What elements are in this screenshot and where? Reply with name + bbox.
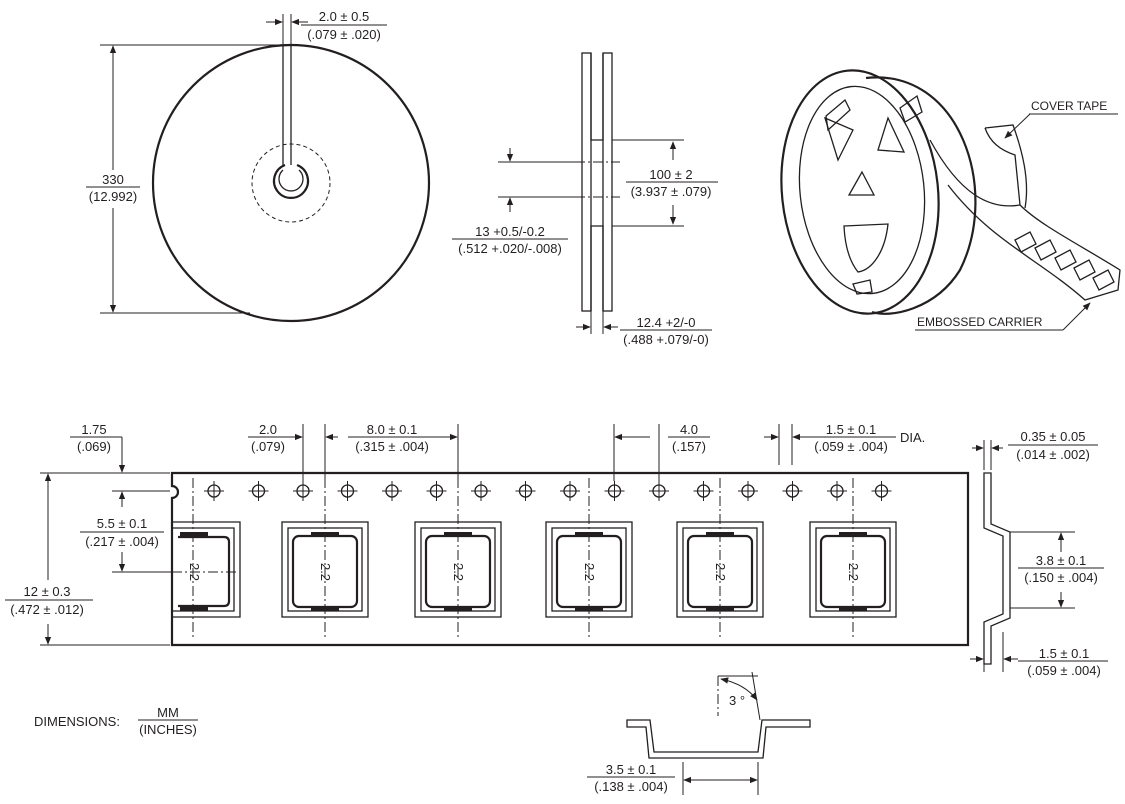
hub-dashed-circle bbox=[251, 143, 331, 223]
flange-left bbox=[581, 52, 592, 312]
sprocket-hole bbox=[649, 481, 669, 501]
part-marking: 2.2 bbox=[846, 563, 861, 581]
part-marking: 2.2 bbox=[582, 563, 597, 581]
hole-dia-mm: 1.5 ± 0.1 bbox=[826, 422, 877, 437]
arbor-hole-mm: 13 +0.5/-0.2 bbox=[475, 224, 545, 239]
reel-width-in: (.488 +.079/-0) bbox=[623, 332, 709, 347]
sprocket-hole bbox=[693, 481, 714, 501]
legend-unit-mm: MM bbox=[157, 705, 179, 720]
sprocket-hole bbox=[515, 481, 536, 501]
flange-mm: 1.5 ± 0.1 bbox=[1039, 646, 1090, 661]
part-marking: 2.2 bbox=[187, 563, 202, 581]
spoke-window bbox=[823, 116, 854, 162]
pocket: 2.2 bbox=[172, 521, 241, 618]
embossed-carrier-tape bbox=[947, 184, 1121, 301]
tape-profile bbox=[983, 472, 1011, 665]
hole-pocket-in: (.079) bbox=[251, 439, 285, 454]
hole-center-mm: 5.5 ± 0.1 bbox=[97, 516, 148, 531]
sprocket-hole bbox=[604, 481, 625, 501]
sprocket-holes bbox=[204, 481, 892, 501]
dimensions-legend: DIMENSIONS: MM (INCHES) bbox=[34, 705, 198, 737]
reel-rim-front bbox=[780, 69, 940, 315]
hole-pitch-in: (.157) bbox=[672, 439, 706, 454]
pocket-depth-mm: 3.8 ± 0.1 bbox=[1036, 553, 1087, 568]
hub-triangle bbox=[847, 170, 876, 196]
slot-width-mm: 2.0 ± 0.5 bbox=[319, 9, 370, 24]
sprocket-hole bbox=[871, 481, 892, 501]
reel-diameter-mm: 330 bbox=[102, 172, 124, 187]
slot-width-in: (.079 ± .020) bbox=[307, 27, 381, 42]
reel-rim-back bbox=[865, 76, 977, 315]
sprocket-hole bbox=[782, 481, 803, 501]
tape-width-mm: 12 ± 0.3 bbox=[24, 584, 71, 599]
reel-3d-view: COVER TAPE EMBOSSED CARRIER bbox=[780, 69, 1121, 331]
legend-unit-in: (INCHES) bbox=[139, 722, 197, 737]
hole-pitch-mm: 4.0 bbox=[680, 422, 698, 437]
tape-thickness-mm: 0.35 ± 0.05 bbox=[1021, 429, 1086, 444]
sprocket-hole bbox=[738, 481, 758, 501]
pocket-depth-in: (.150 ± .004) bbox=[1024, 570, 1098, 585]
sprocket-hole bbox=[426, 481, 447, 501]
hole-dia-in: (.059 ± .004) bbox=[814, 439, 888, 454]
reel-diameter-in: (12.992) bbox=[89, 189, 137, 204]
carrier-tape-view: 2.2 2.2 2.2 2.2 bbox=[5, 422, 970, 647]
pocket-pitch-mm: 8.0 ± 0.1 bbox=[367, 422, 418, 437]
part-marking: 2.2 bbox=[318, 563, 333, 581]
reel-front-view: 2.0 ± 0.5 (.079 ± .020) 330 (12.992) bbox=[86, 9, 431, 323]
pocket: 2.2 bbox=[281, 521, 369, 618]
reel-width-mm: 12.4 +2/-0 bbox=[637, 315, 696, 330]
part-marking: 2.2 bbox=[713, 563, 728, 581]
edge-hole-mm: 1.75 bbox=[81, 422, 106, 437]
tape-width-in: (.472 ± .012) bbox=[10, 602, 84, 617]
part-marking: 2.2 bbox=[451, 563, 466, 581]
pocket-profile bbox=[626, 719, 811, 759]
tape-outline bbox=[170, 471, 970, 647]
sprocket-hole bbox=[560, 481, 580, 501]
sprocket-hole bbox=[471, 481, 491, 501]
legend-label: DIMENSIONS: bbox=[34, 714, 120, 729]
spoke-window bbox=[843, 223, 889, 273]
pocket-cross-section: 3 ° 3.5 ± 0.1 (.138 ± .004) bbox=[587, 671, 811, 795]
pocket-pitch-in: (.315 ± .004) bbox=[355, 439, 429, 454]
tape-cross-section: 0.35 ± 0.05 (.014 ± .002) 3.8 ± 0.1 (.15… bbox=[970, 429, 1108, 678]
pocket: 2.2 bbox=[545, 521, 633, 618]
hole-center-in: (.217 ± .004) bbox=[85, 534, 159, 549]
flange-in: (.059 ± .004) bbox=[1027, 663, 1101, 678]
hub-diameter-in: (3.937 ± .079) bbox=[631, 184, 712, 199]
sprocket-hole bbox=[382, 481, 402, 501]
cover-tape-label: COVER TAPE bbox=[1031, 99, 1107, 113]
hole-pocket-mm: 2.0 bbox=[259, 422, 277, 437]
sprocket-hole bbox=[204, 481, 224, 501]
pocket-width-mm: 3.5 ± 0.1 bbox=[606, 762, 657, 777]
arbor-hole-in: (.512 +.020/-.008) bbox=[458, 241, 562, 256]
edge-hole-in: (.069) bbox=[77, 439, 111, 454]
sprocket-hole bbox=[293, 481, 313, 501]
arbor-hole bbox=[272, 163, 310, 200]
spoke-window bbox=[877, 116, 906, 153]
pocket: 2.2 bbox=[676, 521, 764, 618]
sprocket-hole bbox=[248, 481, 269, 501]
reel-inner-ring bbox=[798, 85, 926, 295]
embossed-carrier-label: EMBOSSED CARRIER bbox=[917, 315, 1043, 329]
reel-side-view: 100 ± 2 (3.937 ± .079) 13 +0.5/-0.2 (.51… bbox=[452, 52, 718, 347]
draft-angle: 3 ° bbox=[729, 693, 745, 708]
hub-diameter-mm: 100 ± 2 bbox=[649, 167, 692, 182]
dia-suffix: DIA. bbox=[900, 430, 925, 445]
pocket-width-in: (.138 ± .004) bbox=[594, 779, 668, 794]
pocket: 2.2 bbox=[809, 521, 897, 618]
pocket: 2.2 bbox=[414, 521, 502, 618]
flange-right bbox=[602, 52, 613, 312]
sprocket-hole bbox=[337, 481, 358, 501]
sprocket-hole bbox=[827, 481, 847, 501]
tape-thickness-in: (.014 ± .002) bbox=[1016, 447, 1090, 462]
